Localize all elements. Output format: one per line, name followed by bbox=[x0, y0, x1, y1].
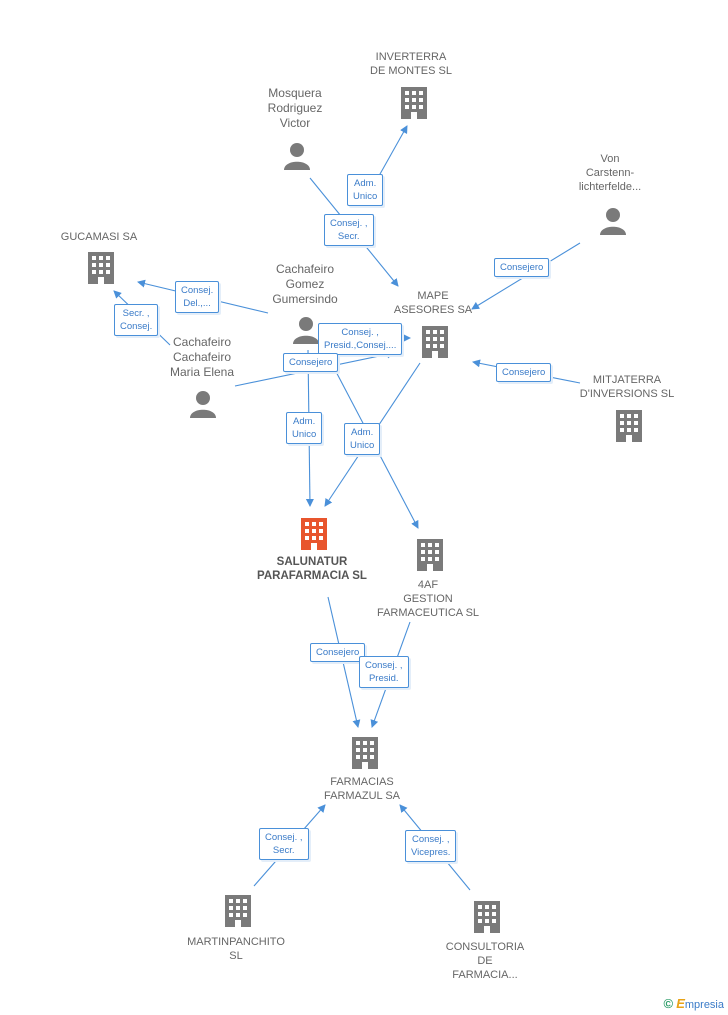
person-icons bbox=[190, 143, 626, 418]
edge-label-consej-vicepres[interactable]: Consej. , Vicepres. bbox=[405, 830, 457, 862]
brand-initial: E bbox=[676, 996, 685, 1011]
edge-label-consej-del[interactable]: Consej. Del.,... bbox=[175, 281, 220, 313]
edge-label-consej-secr[interactable]: Consej. , Secr. bbox=[259, 828, 309, 860]
node-label-cachafeiro-gomez[interactable]: Cachafeiro Gomez Gumersindo bbox=[272, 262, 338, 306]
person-icon bbox=[293, 317, 319, 344]
node-label-farmacias[interactable]: FARMACIAS FARMAZUL SA bbox=[324, 776, 400, 802]
building-icon bbox=[225, 895, 251, 927]
node-label-mitjaterra[interactable]: MITJATERRA D'INVERSIONS SL bbox=[579, 374, 675, 400]
edge-label-consejero[interactable]: Consejero bbox=[496, 363, 552, 382]
edge-label-adm-unico[interactable]: Adm. Unico bbox=[344, 423, 381, 455]
person-icon bbox=[190, 391, 216, 418]
edge-line bbox=[374, 125, 408, 184]
edge-label-consej-presid[interactable]: Consej. , Presid.,Consej.... bbox=[318, 323, 403, 355]
person-icon bbox=[284, 143, 310, 170]
copyright-icon: © bbox=[663, 996, 674, 1011]
building-icon bbox=[88, 252, 114, 284]
node-label-4af[interactable]: 4AF GESTION FARMACEUTICA SL bbox=[376, 579, 480, 619]
edge-label-adm-unico[interactable]: Adm. Unico bbox=[286, 412, 323, 444]
building-icon bbox=[474, 901, 500, 933]
node-label-mape[interactable]: MAPE ASESORES SA bbox=[393, 290, 473, 316]
edge-label-consejero[interactable]: Consejero bbox=[494, 258, 550, 277]
node-label-salunatur[interactable]: SALUNATUR PARAFARMACIA SL bbox=[257, 556, 367, 582]
edge-label-consej-secr[interactable]: Consej. , Secr. bbox=[324, 214, 374, 246]
node-label-martinpanchito[interactable]: MARTINPANCHITO SL bbox=[187, 936, 285, 962]
node-label-von[interactable]: Von Carstenn- lichterfelde... bbox=[578, 153, 642, 193]
building-icon-highlighted bbox=[301, 518, 327, 550]
edge-label-consej-presid[interactable]: Consej. , Presid. bbox=[359, 656, 409, 688]
edge-line bbox=[327, 596, 361, 728]
node-label-consultoria[interactable]: CONSULTORIA DE FARMACIA... bbox=[445, 941, 525, 981]
person-icon bbox=[600, 208, 626, 235]
node-label-mosquera[interactable]: Mosquera Rodriguez Victor bbox=[267, 86, 323, 130]
node-label-inverterra[interactable]: INVERTERRA DE MONTES SL bbox=[370, 51, 452, 77]
building-icon bbox=[422, 326, 448, 358]
brand-footer: © Empresia bbox=[664, 996, 724, 1011]
building-icon bbox=[401, 87, 427, 119]
building-icon bbox=[616, 410, 642, 442]
building-icon bbox=[417, 539, 443, 571]
edge-label-secr-consej[interactable]: Secr. , Consej. bbox=[114, 304, 159, 336]
edge-label-consejero[interactable]: Consejero bbox=[310, 643, 366, 662]
building-icon bbox=[352, 737, 378, 769]
node-label-gucamasi[interactable]: GUCAMASI SA bbox=[60, 231, 138, 243]
brand-name: mpresia bbox=[684, 999, 724, 1011]
node-label-cachafeiro-maria[interactable]: Cachafeiro Cachafeiro Maria Elena bbox=[169, 335, 235, 379]
edge-label-consejero[interactable]: Consejero bbox=[283, 353, 339, 372]
edge-label-adm-unico[interactable]: Adm. Unico bbox=[347, 174, 384, 206]
